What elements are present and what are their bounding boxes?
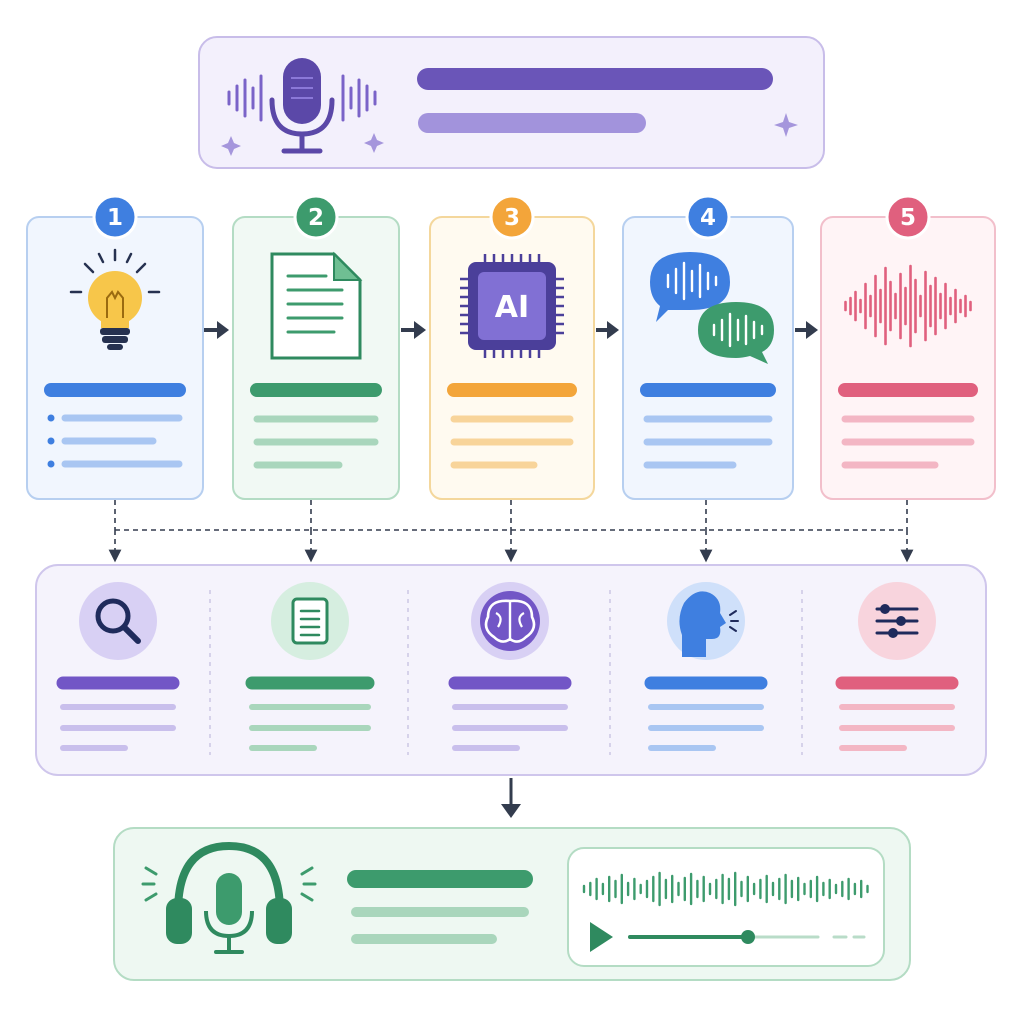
arrow-right-icon xyxy=(596,321,619,339)
progress-handle[interactable] xyxy=(741,930,755,944)
step-card-3: 3AI xyxy=(429,194,595,500)
step-number-badge: 3 xyxy=(489,194,535,240)
sound-rays-icon xyxy=(141,866,317,902)
play-icon[interactable] xyxy=(590,922,613,952)
waveform-icon xyxy=(844,264,972,348)
bullet-dot xyxy=(47,414,55,422)
arrow-right-icon xyxy=(401,321,426,339)
brain-icon xyxy=(471,582,549,660)
speech-bubbles-icon xyxy=(650,252,774,364)
search-icon xyxy=(79,582,157,660)
step-card-5: 5 xyxy=(820,194,996,500)
step-number: 2 xyxy=(308,205,324,231)
ai-chip-icon: AI xyxy=(460,254,564,358)
sliders-icon xyxy=(858,582,936,660)
dashed-connectors xyxy=(108,500,914,563)
chip-label: AI xyxy=(495,290,529,325)
arrow-down-icon xyxy=(501,778,521,818)
tool-column xyxy=(644,582,768,751)
audio-waveform xyxy=(582,871,869,907)
step-number: 3 xyxy=(504,205,520,231)
bullet-dot xyxy=(47,437,55,445)
arrow-right-icon xyxy=(204,321,229,339)
tool-column xyxy=(56,582,180,751)
arrow-right-icon xyxy=(795,321,818,339)
speaking-head-icon xyxy=(667,582,745,660)
sparkle-icon xyxy=(774,113,798,137)
step-card-4: 4 xyxy=(622,194,794,500)
step-number-badge: 2 xyxy=(293,194,339,240)
sound-wave-right-icon xyxy=(341,74,377,122)
tool-column xyxy=(448,582,572,751)
headphones-microphone-icon xyxy=(166,841,292,954)
bullet-dot xyxy=(47,460,55,468)
step-number: 1 xyxy=(107,205,123,231)
sparkle-icon xyxy=(221,136,241,156)
sparkle-icon xyxy=(364,133,384,153)
step-number: 4 xyxy=(700,205,716,231)
steps-row: 1 2 3AI 4 5 xyxy=(26,194,996,500)
notes-icon xyxy=(271,582,349,660)
step-card-1: 1 xyxy=(26,194,204,500)
tools-row xyxy=(56,582,959,751)
tool-column xyxy=(835,582,959,751)
step-number-badge: 5 xyxy=(885,194,931,240)
sound-wave-left-icon xyxy=(227,74,263,122)
step-number: 5 xyxy=(900,205,916,231)
audio-player[interactable] xyxy=(567,847,885,967)
microphone-icon xyxy=(269,58,335,154)
header-card xyxy=(198,36,825,169)
document-icon xyxy=(270,251,363,360)
step-number-badge: 4 xyxy=(685,194,731,240)
step-card-2: 2 xyxy=(232,194,400,500)
lightbulb-icon xyxy=(69,248,161,350)
tool-column xyxy=(245,582,375,751)
step-number-badge: 1 xyxy=(92,194,138,240)
